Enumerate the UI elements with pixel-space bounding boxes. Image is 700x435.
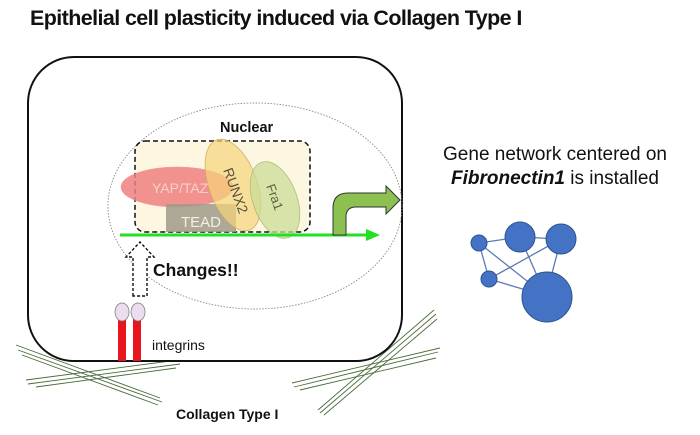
changes-label: Changes!! — [153, 260, 239, 280]
integrin-pair — [114, 302, 146, 361]
yap-taz-label: YAP/TAZ — [152, 180, 209, 196]
collagen-fibers-left — [15, 344, 181, 406]
gene-network-caption-line2: Fibronectin1 is installed — [410, 167, 700, 191]
network-node — [545, 223, 577, 255]
figure-title: Epithelial cell plasticity induced via C… — [30, 6, 522, 30]
gene-network-caption: Gene network centered on Fibronectin1 is… — [410, 143, 700, 191]
integrin-head-right — [130, 302, 146, 322]
integrins-label: integrins — [152, 337, 205, 353]
fra1-protein — [249, 161, 301, 239]
integrin-stalk-left — [118, 318, 126, 361]
network-node-fibronectin1 — [521, 271, 573, 323]
integrin-stalk-right — [133, 318, 141, 361]
tead-label: TEAD — [181, 214, 221, 231]
gene-network-caption-line1: Gene network centered on — [443, 144, 667, 165]
fibronectin1-gene-name: Fibronectin1 — [450, 168, 565, 189]
network-node — [504, 221, 536, 253]
network-node — [480, 270, 498, 288]
gene-network-nodes — [470, 221, 577, 323]
integrin-head-left — [114, 302, 130, 322]
signal-up-arrow — [124, 240, 156, 297]
gene-network-caption-suffix: is installed — [565, 168, 659, 189]
transcription-arrowhead — [366, 229, 380, 241]
nucleus-label: Nuclear — [220, 120, 274, 136]
collagen-label: Collagen Type I — [176, 406, 278, 422]
gene-expression-arrow — [332, 184, 401, 236]
network-node — [470, 234, 488, 252]
nucleus-boundary — [107, 102, 403, 310]
collagen-fibers-right — [291, 309, 441, 416]
